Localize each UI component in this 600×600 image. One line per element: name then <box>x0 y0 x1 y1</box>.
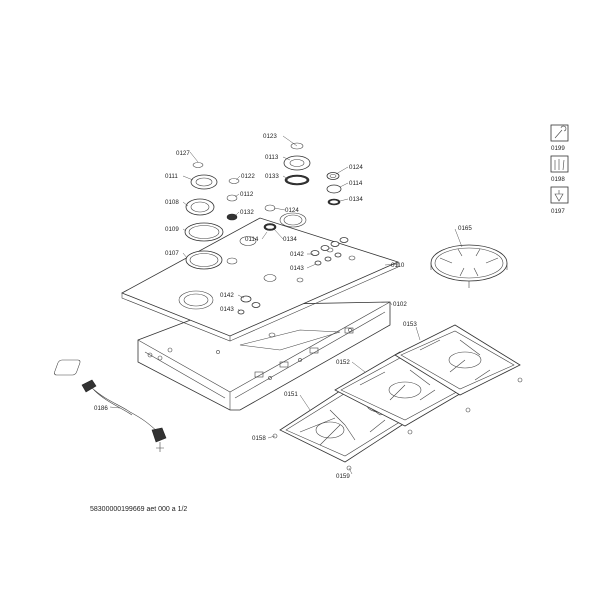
label-0109[interactable]: 0109 <box>165 226 179 233</box>
label-0114-center[interactable]: 0114 <box>245 236 259 243</box>
label-0107[interactable]: 0107 <box>165 250 179 257</box>
label-0108[interactable]: 0108 <box>165 199 179 206</box>
document-id: 58300000199669 aet 000 a 1/2 <box>90 506 187 513</box>
power-cable <box>81 379 167 452</box>
dropper-icon[interactable] <box>550 186 569 204</box>
legend: 0199 0198 0197 <box>550 124 569 215</box>
legend-label-0198: 0198 <box>551 176 565 183</box>
base-tray <box>54 301 391 411</box>
grate-right <box>394 324 521 396</box>
label-0153[interactable]: 0153 <box>403 321 417 328</box>
label-0151[interactable]: 0151 <box>284 391 298 398</box>
wok-support-ring <box>430 244 508 288</box>
label-0186[interactable]: 0186 <box>94 405 108 412</box>
legend-label-0197: 0197 <box>551 208 565 215</box>
label-0132[interactable]: 0132 <box>240 209 254 216</box>
burner-stack-center <box>263 142 311 231</box>
dropper-icon-glyph <box>554 190 564 202</box>
label-0102[interactable]: 0102 <box>393 301 407 308</box>
wrench-icon-glyph <box>554 125 567 139</box>
label-0133[interactable]: 0133 <box>265 173 279 180</box>
label-0114-right[interactable]: 0114 <box>349 180 363 187</box>
tools-icon[interactable] <box>550 155 569 173</box>
label-0152[interactable]: 0152 <box>336 359 350 366</box>
label-0158[interactable]: 0158 <box>252 435 266 442</box>
label-0143-bottom[interactable]: 0143 <box>220 306 234 313</box>
part-labels: 0123 0127 0113 0124 0111 0122 0133 0114 … <box>94 133 472 480</box>
grate-feet <box>272 377 523 471</box>
label-0123[interactable]: 0123 <box>263 133 277 140</box>
label-0111[interactable]: 0111 <box>165 173 178 180</box>
label-0134-right[interactable]: 0134 <box>349 196 363 203</box>
label-0124-center[interactable]: 0124 <box>285 207 299 214</box>
label-0122[interactable]: 0122 <box>241 173 255 180</box>
burner-stack-left <box>184 162 240 270</box>
label-0127[interactable]: 0127 <box>176 150 190 157</box>
leader-lines <box>109 135 463 475</box>
label-0112[interactable]: 0112 <box>240 191 254 198</box>
label-0159[interactable]: 0159 <box>336 473 350 480</box>
burner-stack-right <box>326 172 342 206</box>
label-0142-top[interactable]: 0142 <box>290 251 304 258</box>
label-0124-right[interactable]: 0124 <box>349 164 363 171</box>
legend-label-0199: 0199 <box>551 145 565 152</box>
label-0110[interactable]: 0110 <box>391 262 405 269</box>
tools-icon-glyph <box>554 159 565 171</box>
knobs <box>237 237 349 315</box>
label-0143-top[interactable]: 0143 <box>290 265 304 272</box>
label-0142-bottom[interactable]: 0142 <box>220 292 234 299</box>
label-0165[interactable]: 0165 <box>458 225 472 232</box>
label-0113[interactable]: 0113 <box>265 154 279 161</box>
label-0134-center[interactable]: 0134 <box>283 236 297 243</box>
